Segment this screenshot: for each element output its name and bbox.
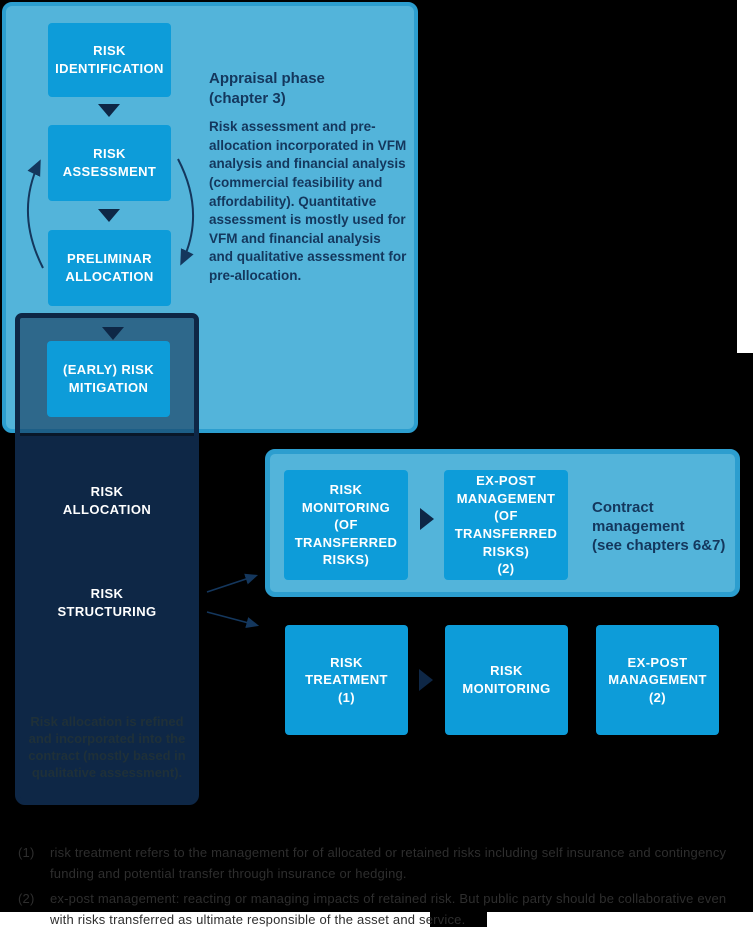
- footnote-1-number: (1): [18, 845, 35, 860]
- box-expost-management-label: EX-POST MANAGEMENT (2): [608, 654, 707, 705]
- box-early-risk-mitigation: (EARLY) RISK MITIGATION: [47, 341, 170, 417]
- footnote-2: (2) ex-post management: reacting or mana…: [18, 889, 741, 927]
- arrow-right-icon: [419, 669, 433, 691]
- contract-management-panel: RISK MONITORING (OF TRANSFERRED RISKS) E…: [265, 449, 740, 597]
- box-risk-monitoring-transferred-label: RISK MONITORING (OF TRANSFERRED RISKS): [294, 482, 398, 568]
- box-expost-management-transferred: EX-POST MANAGEMENT (OF TRANSFERRED RISKS…: [444, 470, 568, 580]
- box-expost-management-transferred-label: EX-POST MANAGEMENT (OF TRANSFERRED RISKS…: [454, 473, 558, 577]
- risk-allocation-column: (EARLY) RISK MITIGATION RISK ALLOCATION …: [15, 313, 199, 805]
- appraisal-body-text: Risk assessment and pre-allocation incor…: [209, 119, 407, 283]
- arrow-down-icon: [98, 104, 120, 117]
- box-risk-treatment-label: RISK TREATMENT (1): [305, 654, 388, 705]
- box-early-risk-mitigation-label: (EARLY) RISK MITIGATION: [63, 362, 154, 395]
- footnote-1-text: risk treatment refers to the management …: [50, 845, 727, 881]
- page-white-band: [0, 912, 753, 927]
- box-risk-monitoring: RISK MONITORING: [445, 625, 568, 735]
- arrow-down-icon: [98, 209, 120, 222]
- allocation-note-text: Risk allocation is refined and incorpora…: [28, 714, 186, 781]
- redaction-box: [430, 912, 487, 927]
- box-risk-identification: RISK IDENTIFICATION: [48, 23, 171, 97]
- box-risk-assessment: RISK ASSESSMENT: [48, 125, 171, 201]
- box-risk-treatment: RISK TREATMENT (1): [285, 625, 408, 735]
- box-risk-monitoring-label: RISK MONITORING: [462, 663, 551, 696]
- contract-management-heading: Contract management (see chapters 6&7): [592, 499, 726, 554]
- box-risk-identification-label: RISK IDENTIFICATION: [55, 43, 164, 76]
- appraisal-heading: Appraisal phase (chapter 3): [209, 70, 325, 107]
- box-preliminar-allocation: PRELIMINAR ALLOCATION: [48, 230, 171, 306]
- footnote-2-number: (2): [18, 891, 35, 906]
- risk-structuring-label: RISK STRUCTURING: [57, 586, 157, 620]
- box-risk-assessment-label: RISK ASSESSMENT: [62, 146, 157, 179]
- footnote-2-text: ex-post management: reacting or managing…: [50, 891, 727, 927]
- risk-allocation-label: RISK ALLOCATION: [62, 484, 152, 518]
- footnote-1: (1) risk treatment refers to the managem…: [18, 843, 741, 885]
- arrow-down-icon: [102, 327, 124, 340]
- box-risk-monitoring-transferred: RISK MONITORING (OF TRANSFERRED RISKS): [284, 470, 408, 580]
- box-expost-management: EX-POST MANAGEMENT (2): [596, 625, 719, 735]
- connector-arrows-icon: [206, 573, 260, 628]
- page-white-strip: [737, 0, 753, 353]
- arrow-right-icon: [420, 508, 434, 530]
- box-preliminar-allocation-label: PRELIMINAR ALLOCATION: [65, 251, 154, 284]
